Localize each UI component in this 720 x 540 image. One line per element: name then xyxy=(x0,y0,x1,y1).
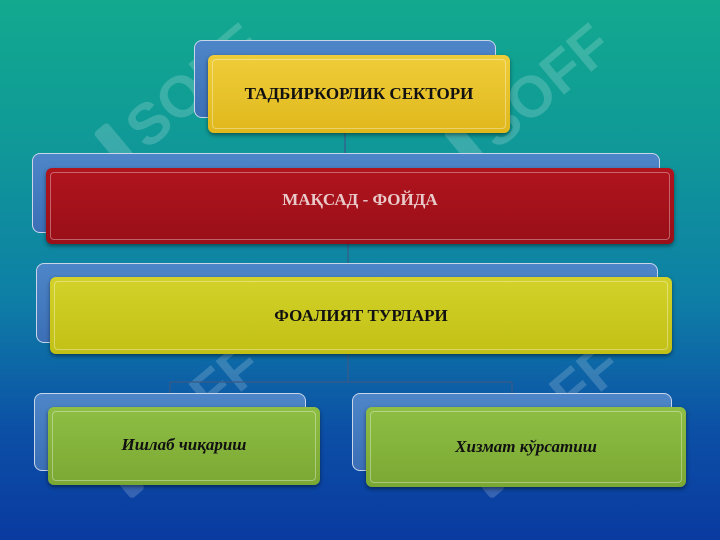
root-node: ТАДБИРКОРЛИК СЕКТОРИ xyxy=(208,55,510,133)
child-node-label: Хизмат кўрсатиш xyxy=(455,437,597,456)
activities-node-label: ФОАЛИЯТ ТУРЛАРИ xyxy=(274,305,448,325)
activities-node: ФОАЛИЯТ ТУРЛАРИ xyxy=(50,277,672,354)
goal-node-label: МАҚСАД - ФОЙДА xyxy=(282,190,438,209)
goal-node: МАҚСАД - ФОЙДА xyxy=(46,168,674,244)
root-node-label: ТАДБИРКОРЛИК СЕКТОРИ xyxy=(244,84,474,103)
child-node-label: Ишлаб чиқариш xyxy=(121,435,247,454)
child-node-production: Ишлаб чиқариш xyxy=(48,407,320,485)
child-node-services: Хизмат кўрсатиш xyxy=(366,407,686,487)
